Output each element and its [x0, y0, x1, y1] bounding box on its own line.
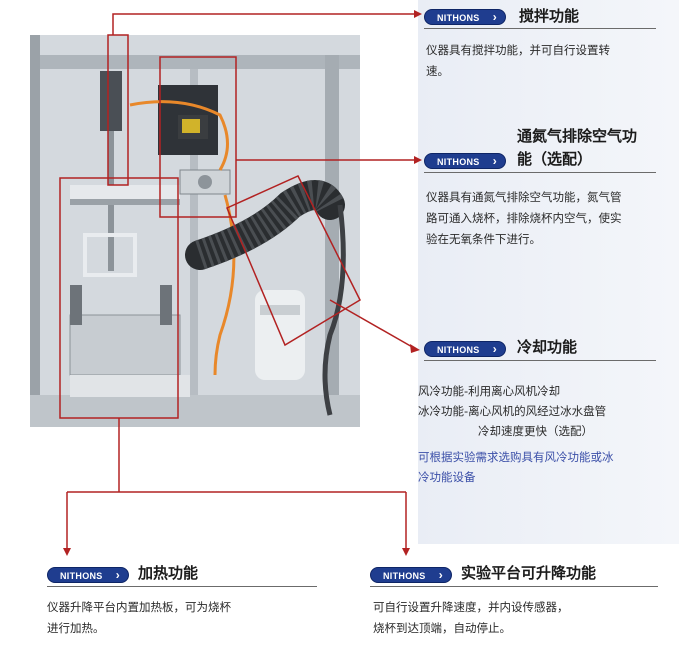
cooling-desc-line: 风冷功能-利用离心风机冷却: [418, 384, 561, 398]
nitrogen-title-line2: 能（选配）: [517, 150, 593, 168]
stirring-highlight-box: [107, 34, 129, 186]
lifting-description: 可自行设置升降速度，并内设传感器， 烧杯到达顶端，自动停止。: [373, 597, 663, 639]
lifting-desc-line: 可自行设置升降速度，并内设传感器，: [373, 600, 569, 614]
nitrogen-title-rule: [424, 172, 656, 173]
nitrogen-desc-line: 仪器具有通氮气排除空气功能，氮气管: [426, 190, 622, 204]
lifting-title: 实验平台可升降功能: [461, 564, 597, 582]
heating-desc-line: 进行加热。: [47, 621, 105, 635]
nitrogen-desc-line: 路可通入烧杯，排除烧杯内空气，使实: [426, 211, 622, 225]
brand-badge-lifting: NITHONS: [370, 567, 452, 583]
cooling-desc-line: 冰冷功能-离心风机的风经过冰水盘管: [418, 404, 607, 418]
stirring-title-rule: [424, 28, 656, 29]
lifting-desc-line: 烧杯到达顶端，自动停止。: [373, 621, 511, 635]
stirring-desc-line: 仪器具有搅拌功能，并可自行设置转: [426, 43, 610, 57]
stirring-desc-line: 速。: [426, 64, 449, 78]
heating-description: 仪器升降平台内置加热板，可为烧杯 进行加热。: [47, 597, 317, 639]
heating-desc-line: 仪器升降平台内置加热板，可为烧杯: [47, 600, 231, 614]
cooling-note-line: 可根据实验需求选购具有风冷功能或冰: [418, 450, 614, 464]
nitrogen-desc-line: 验在无氧条件下进行。: [426, 232, 541, 246]
nitrogen-title-line1: 通氮气排除空气功: [517, 127, 638, 145]
brand-badge-heating: NITHONS: [47, 567, 129, 583]
heating-title-rule: [47, 586, 317, 587]
cooling-callout-line: [329, 299, 415, 349]
heating-title: 加热功能: [138, 564, 199, 582]
feature-panel-background: [418, 0, 679, 544]
nitrogen-description: 仪器具有通氮气排除空气功能，氮气管 路可通入烧杯，排除烧杯内空气，使实 验在无氧…: [426, 187, 671, 250]
stirring-callout-line: [112, 13, 414, 35]
cooling-desc-line: 冷却速度更快（选配）: [478, 424, 593, 438]
lifting-title-rule: [370, 586, 658, 587]
cooling-description: 风冷功能-利用离心风机冷却 冰冷功能-离心风机的风经过冰水盘管 冷却速度更快（选…: [418, 381, 668, 441]
cooling-note: 可根据实验需求选购具有风冷功能或冰 冷功能设备: [418, 447, 668, 487]
cooling-highlight-box: [226, 175, 361, 347]
cooling-note-line: 冷功能设备: [418, 470, 476, 484]
stirring-description: 仪器具有搅拌功能，并可自行设置转 速。: [426, 40, 666, 82]
stirring-title: 搅拌功能: [519, 7, 580, 25]
cooling-title: 冷却功能: [517, 338, 578, 356]
brand-badge-nitrogen: NITHONS: [424, 153, 506, 169]
nitrogen-highlight-box: [159, 56, 237, 218]
brand-badge-cooling: NITHONS: [424, 341, 506, 357]
cooling-title-rule: [424, 360, 656, 361]
brand-badge-stirring: NITHONS: [424, 9, 506, 25]
